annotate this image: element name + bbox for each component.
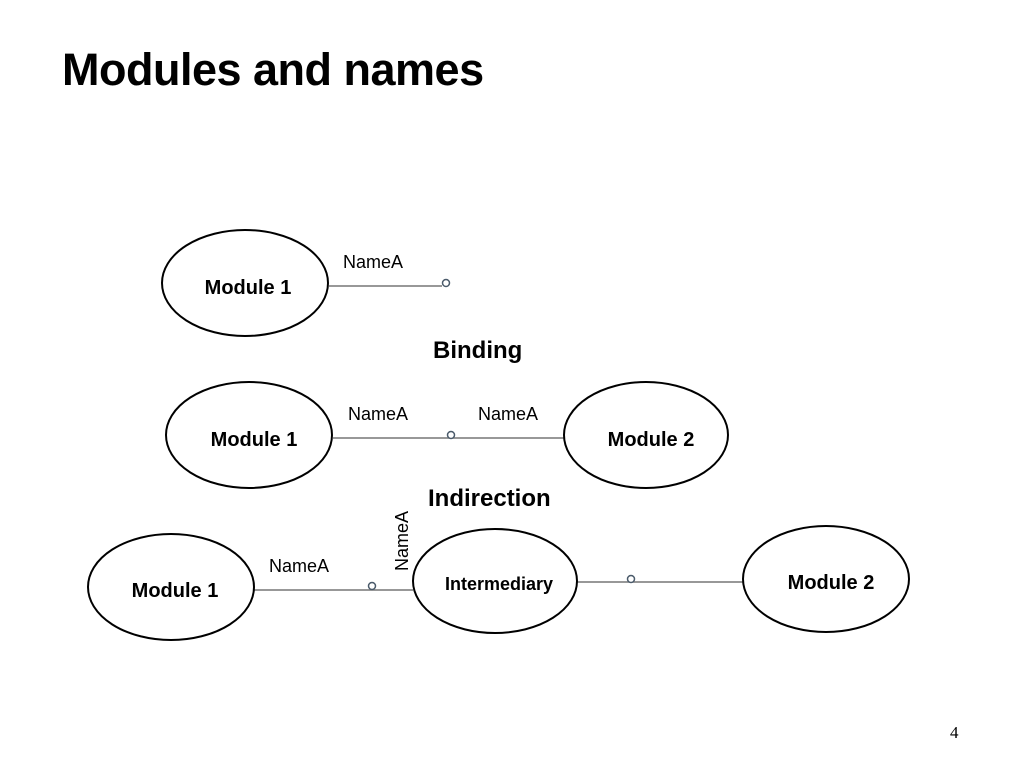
module-1-label: Module 1 bbox=[211, 429, 298, 451]
port-dot bbox=[441, 278, 451, 288]
scene-indirection: Module 1 Intermediary Module 2 NameA Nam… bbox=[87, 511, 910, 641]
port-dot bbox=[626, 574, 636, 584]
name-label: NameA bbox=[343, 252, 403, 272]
module-2-shape bbox=[742, 525, 910, 633]
module-1-shape bbox=[87, 533, 255, 641]
port-dot bbox=[446, 430, 456, 440]
module-1-label: Module 1 bbox=[205, 277, 292, 299]
indirection-heading: Indirection bbox=[428, 485, 551, 512]
page-number: 4 bbox=[950, 723, 959, 742]
scene-unbound: Module 1 NameA bbox=[161, 229, 451, 337]
module-2-shape bbox=[563, 381, 729, 489]
module-2-label: Module 2 bbox=[788, 572, 875, 594]
binding-heading: Binding bbox=[433, 337, 522, 364]
port-dot bbox=[367, 581, 377, 591]
intermediary-shape bbox=[412, 528, 578, 634]
name-label-right: NameA bbox=[478, 404, 538, 424]
module-2-label: Module 2 bbox=[608, 429, 695, 451]
name-label-vertical: NameA bbox=[392, 511, 412, 571]
slide-title: Modules and names bbox=[62, 44, 484, 95]
intermediary-label: Intermediary bbox=[445, 574, 553, 594]
module-1-label: Module 1 bbox=[132, 580, 219, 602]
name-label-left: NameA bbox=[348, 404, 408, 424]
module-1-shape bbox=[161, 229, 329, 337]
module-1-shape bbox=[165, 381, 333, 489]
name-label: NameA bbox=[269, 556, 329, 576]
scene-binding: Module 1 Module 2 NameA NameA bbox=[165, 381, 729, 489]
